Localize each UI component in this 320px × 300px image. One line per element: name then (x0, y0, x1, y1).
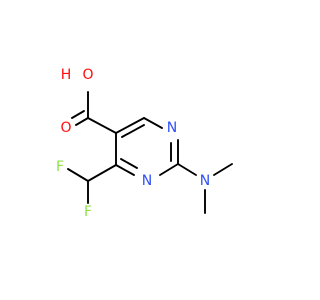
atom-n-ring-3: N (142, 173, 152, 189)
bond-carboxyl-o-double-a (75, 117, 89, 126)
bond-namine-methyl-right (213, 163, 233, 176)
bond-c2-namine (177, 163, 197, 176)
atom-f-upper: F (56, 159, 64, 175)
bond-chf2-f-upper (67, 168, 89, 182)
bond-c5-c6 (115, 117, 145, 134)
bond-c5-c6-double (121, 124, 145, 138)
bond-c6-n1 (143, 117, 163, 129)
structure-diagram: H O O N N N F F (56, 67, 233, 220)
bond-c5-carboxyl (87, 117, 117, 134)
bond-c4-chf2 (87, 164, 117, 182)
atom-n-amine: N (200, 173, 210, 189)
bond-carboxyl-o-double-b (71, 110, 85, 119)
molecule-canvas: H O O N N N F F (55, 67, 233, 220)
bond-n3-c4 (115, 164, 135, 176)
atom-n-ring-1: N (167, 120, 177, 136)
bond-n3-c4-double (120, 158, 138, 169)
atom-h-hydroxyl: H (61, 67, 72, 83)
atom-o-carbonyl: O (60, 120, 71, 136)
bond-c2-n3 (159, 163, 179, 176)
atom-f-lower: F (84, 204, 92, 220)
atom-o-hydroxyl: O (82, 67, 93, 83)
